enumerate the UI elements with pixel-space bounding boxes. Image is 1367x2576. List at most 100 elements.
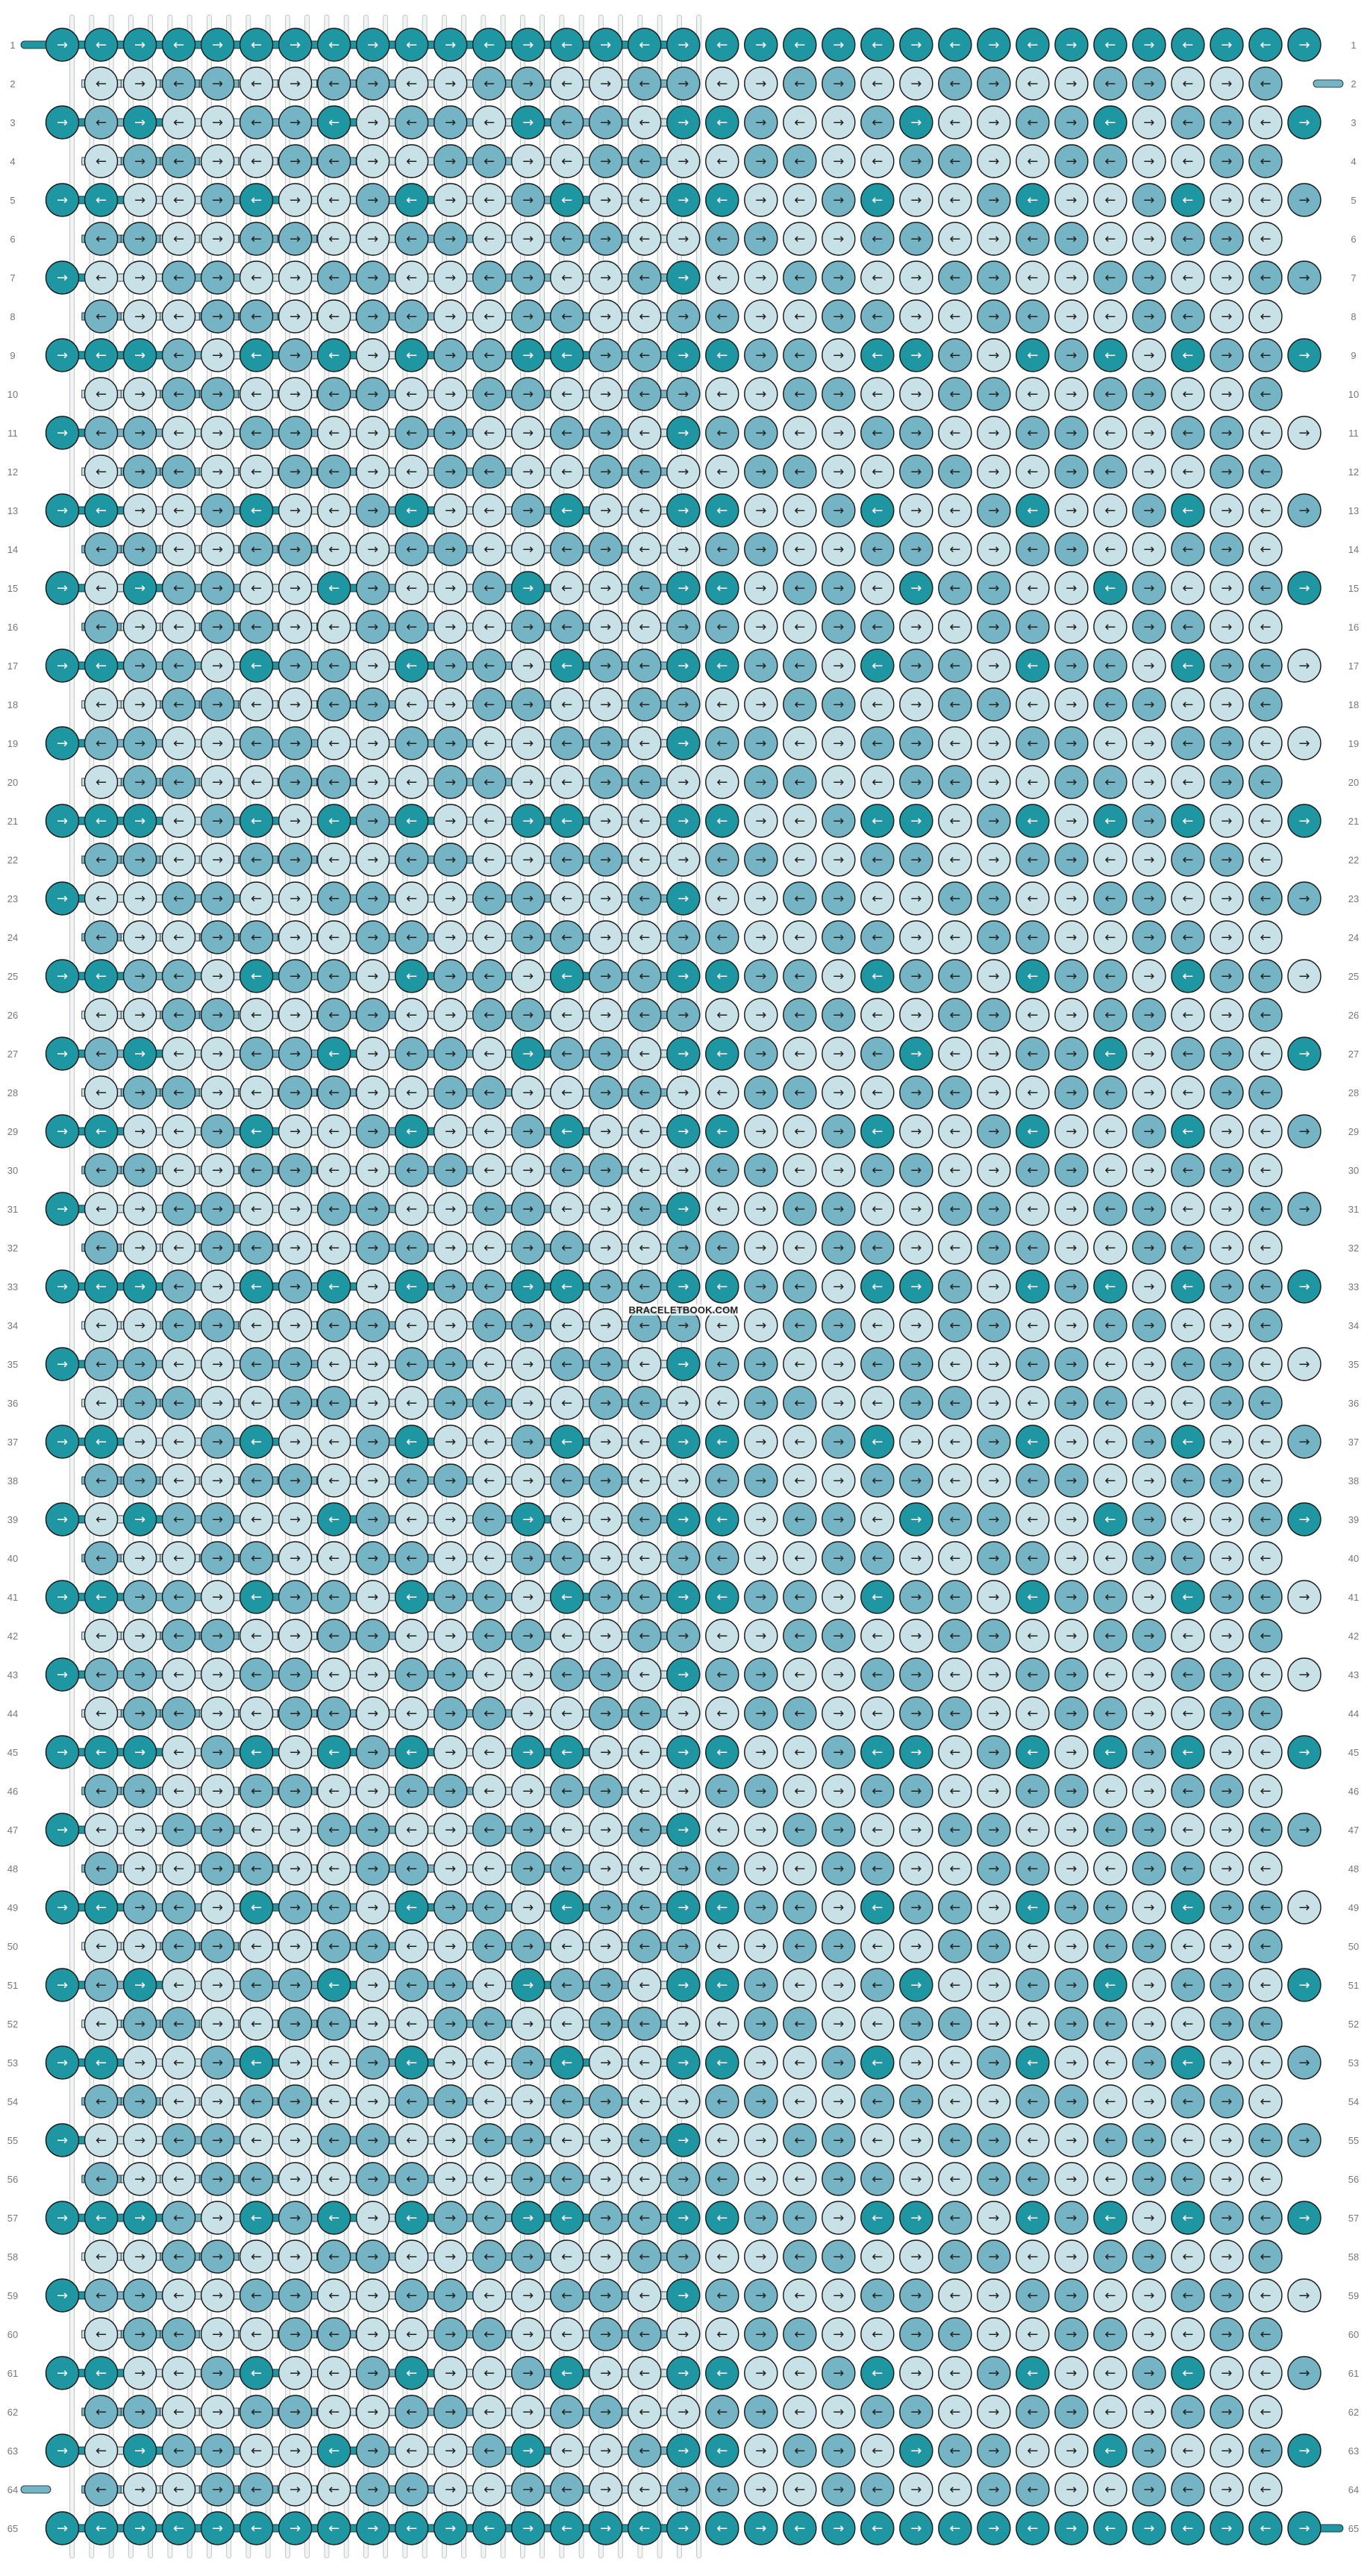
knot-direction: ← <box>1104 1124 1116 1139</box>
knot-direction: ← <box>639 1745 650 1760</box>
knot-direction: ← <box>251 1395 262 1411</box>
knot-direction: ← <box>96 930 107 945</box>
knot: → <box>822 1502 856 1536</box>
knot-direction: → <box>57 1900 68 1916</box>
knot-direction: → <box>290 1706 301 1722</box>
knot-direction: ← <box>1104 115 1116 131</box>
knot: → <box>1287 105 1321 140</box>
knot-direction: → <box>833 2404 844 2420</box>
knot-direction: → <box>755 1551 766 1566</box>
knot: → <box>589 66 623 101</box>
knot-direction: → <box>755 619 766 635</box>
knot-direction: → <box>833 2210 844 2226</box>
knot: ← <box>239 1774 274 1808</box>
knot: ← <box>1171 1619 1205 1653</box>
knot-direction: → <box>1298 1978 1310 1993</box>
knot-direction: → <box>988 76 999 92</box>
knot: ← <box>394 571 429 605</box>
knot: ← <box>1093 144 1127 178</box>
knot: → <box>510 1386 545 1420</box>
knot: ← <box>550 2356 584 2390</box>
knot-direction: ← <box>716 2366 728 2381</box>
knot-direction: ← <box>561 2327 572 2342</box>
knot: ← <box>1171 493 1205 528</box>
knot: ← <box>783 1269 817 1304</box>
knot: → <box>1132 299 1166 334</box>
knot: → <box>510 299 545 334</box>
knot: ← <box>472 1696 507 1731</box>
knot: ← <box>860 1502 895 1536</box>
knot-direction: → <box>600 387 611 402</box>
knot: ← <box>860 881 895 916</box>
knot-direction: ← <box>639 1939 650 1954</box>
knot: → <box>433 1502 468 1536</box>
knot-direction: ← <box>639 542 650 557</box>
knot-direction: → <box>367 775 378 790</box>
knot: ← <box>1171 1192 1205 1226</box>
knot: → <box>1054 28 1089 62</box>
knot: ← <box>628 1386 662 1420</box>
knot-direction: → <box>57 1434 68 1450</box>
knot-direction: → <box>988 1551 999 1566</box>
knot: ← <box>239 842 274 877</box>
knot-direction: ← <box>96 697 107 713</box>
knot-direction: → <box>833 1939 844 1954</box>
knot-direction: → <box>522 697 534 713</box>
knot: → <box>589 1619 623 1653</box>
knot: → <box>1132 2084 1166 2119</box>
knot: ← <box>1171 2084 1205 2119</box>
knot: → <box>822 726 856 760</box>
knot-direction: ← <box>484 270 495 286</box>
knot-direction: → <box>212 1628 223 1644</box>
knot-direction: → <box>988 309 999 325</box>
knot: ← <box>1248 183 1283 217</box>
knot-direction: → <box>522 37 534 53</box>
knot: → <box>200 2007 235 2041</box>
knot-direction: → <box>678 37 689 53</box>
knot-direction: ← <box>328 1395 340 1411</box>
knot-direction: ← <box>1260 658 1271 674</box>
knot: → <box>355 338 390 372</box>
knot: ← <box>84 1619 119 1653</box>
knot-direction: ← <box>872 425 883 441</box>
knot-direction: → <box>755 37 766 53</box>
knot-direction: ← <box>484 2366 495 2381</box>
knot: ← <box>783 1619 817 1653</box>
knot-direction: → <box>833 1240 844 1256</box>
knot-direction: → <box>755 193 766 208</box>
knot-direction: → <box>988 2172 999 2187</box>
knot-direction: → <box>1143 736 1154 751</box>
knot-direction: → <box>1143 1745 1154 1760</box>
knot: ← <box>1171 1425 1205 1459</box>
knot: ← <box>938 454 972 489</box>
knot: ← <box>860 726 895 760</box>
knot-direction: → <box>833 697 844 713</box>
knot: → <box>589 1502 623 1536</box>
knot-direction: → <box>290 1900 301 1916</box>
knot: → <box>977 2007 1011 2041</box>
knot-direction: → <box>134 1434 146 1450</box>
knot: → <box>1210 2201 1244 2235</box>
knot: → <box>589 2395 623 2429</box>
knot: ← <box>1093 1347 1127 1381</box>
knot: ← <box>550 1463 584 1498</box>
knot-direction: ← <box>639 115 650 131</box>
knot: → <box>45 416 80 450</box>
knot: → <box>433 144 468 178</box>
knot: → <box>666 998 701 1032</box>
knot-direction: ← <box>1260 2366 1271 2381</box>
knot-direction: → <box>212 37 223 53</box>
knot: ← <box>239 493 274 528</box>
knot: → <box>744 1968 778 2002</box>
knot-direction: → <box>367 1745 378 1760</box>
knot-direction: ← <box>1182 891 1193 907</box>
knot: ← <box>860 2162 895 2196</box>
knot-direction: → <box>1143 348 1154 363</box>
knot: ← <box>472 1541 507 1575</box>
knot-direction: → <box>367 115 378 131</box>
knot: ← <box>161 726 196 760</box>
knot-direction: ← <box>328 1357 340 1372</box>
knot-direction: ← <box>328 969 340 984</box>
knot: ← <box>705 260 739 295</box>
knot: → <box>744 1231 778 1265</box>
